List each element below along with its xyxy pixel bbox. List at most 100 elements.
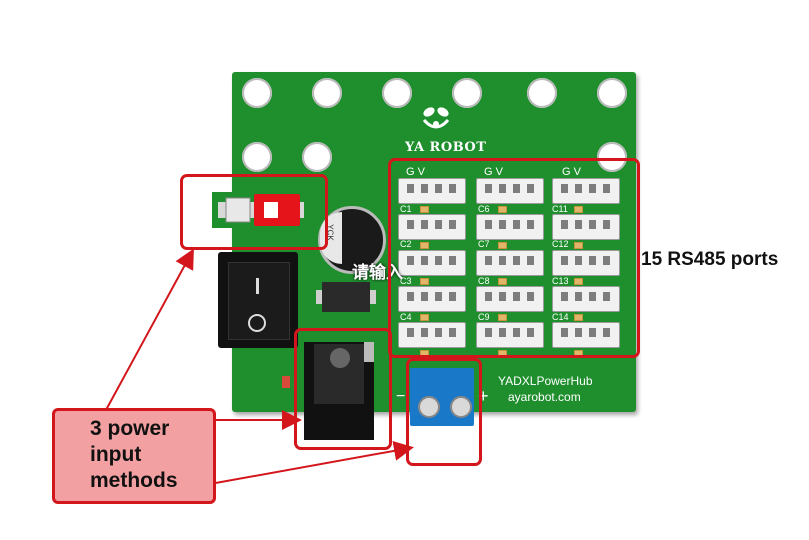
connector-pin xyxy=(513,220,520,229)
connector-pin xyxy=(435,292,442,301)
connector-pin xyxy=(499,184,506,193)
connector-pin xyxy=(407,292,414,301)
rs485-port[interactable] xyxy=(552,286,620,312)
mount-hole xyxy=(452,78,482,108)
connector-pin xyxy=(435,256,442,265)
cap-label: C1 xyxy=(400,204,412,214)
rs485-port[interactable] xyxy=(552,178,620,204)
cap-label: C11 xyxy=(552,204,568,214)
gv-label: G V xyxy=(406,166,425,178)
connector-pin xyxy=(603,328,610,337)
mount-hole xyxy=(597,142,627,172)
dc-barrel-jack[interactable] xyxy=(300,338,380,444)
smd-capacitor xyxy=(498,314,507,321)
cap-label: C13 xyxy=(552,276,569,286)
smd-capacitor xyxy=(574,242,583,249)
connector-pin xyxy=(499,292,506,301)
cap-label: C4 xyxy=(400,312,412,322)
rs485-port[interactable] xyxy=(398,322,466,348)
rs485-port[interactable] xyxy=(552,250,620,276)
rs485-port[interactable] xyxy=(398,250,466,276)
connector-pin xyxy=(527,184,534,193)
connector-pin xyxy=(421,328,428,337)
connector-pin xyxy=(499,220,506,229)
connector-pin xyxy=(575,256,582,265)
connector-pin xyxy=(575,328,582,337)
connector-pin xyxy=(499,328,506,337)
smd-capacitor xyxy=(498,242,507,249)
plus-label: + xyxy=(478,386,489,406)
connector-pin xyxy=(589,328,596,337)
screw-icon xyxy=(450,396,472,418)
connector-pin xyxy=(513,328,520,337)
connector-pin xyxy=(421,292,428,301)
connector-pin xyxy=(527,328,534,337)
cap-label: C7 xyxy=(478,239,490,249)
rs485-port[interactable] xyxy=(476,178,544,204)
connector-pin xyxy=(561,292,568,301)
connector-pin xyxy=(449,256,456,265)
rs485-port[interactable] xyxy=(552,214,620,240)
connector-pin xyxy=(485,292,492,301)
rs485-port[interactable] xyxy=(476,214,544,240)
connector-pin xyxy=(449,220,456,229)
connector-pin xyxy=(407,328,414,337)
rs485-port[interactable] xyxy=(398,178,466,204)
cap-label: C6 xyxy=(478,204,490,214)
jumper-header[interactable] xyxy=(212,192,310,228)
connector-pin xyxy=(561,184,568,193)
rs485-port[interactable] xyxy=(476,286,544,312)
mount-hole xyxy=(312,78,342,108)
connector-pin xyxy=(485,184,492,193)
connector-pin xyxy=(407,220,414,229)
highlight-dcjack xyxy=(294,328,392,450)
connector-pin xyxy=(527,220,534,229)
logo-text: YA ROBOT xyxy=(405,140,487,155)
highlight-jumper xyxy=(180,174,328,250)
connector-pin xyxy=(421,220,428,229)
smd-capacitor xyxy=(420,314,429,321)
mount-hole xyxy=(302,142,332,172)
connector-pin xyxy=(421,256,428,265)
screw-icon xyxy=(418,396,440,418)
connector-pin xyxy=(589,220,596,229)
connector-pin xyxy=(449,184,456,193)
website-text: ayarobot.com xyxy=(508,390,581,404)
highlight-ports xyxy=(388,158,640,358)
connector-pin xyxy=(435,184,442,193)
rs485-port[interactable] xyxy=(398,214,466,240)
connector-pin xyxy=(527,256,534,265)
gv-label: G V xyxy=(562,166,581,178)
rs485-port[interactable] xyxy=(476,250,544,276)
mount-hole xyxy=(382,78,412,108)
cap-label: C9 xyxy=(478,312,490,322)
connector-pin xyxy=(603,220,610,229)
connector-pin xyxy=(575,292,582,301)
switch-off-mark-icon xyxy=(248,314,266,332)
mount-hole xyxy=(597,78,627,108)
power-methods-callout xyxy=(52,408,216,504)
smd-capacitor xyxy=(420,278,429,285)
rs485-port[interactable] xyxy=(552,322,620,348)
ports-label: 15 RS485 ports xyxy=(641,249,779,270)
connector-pin xyxy=(407,256,414,265)
connector-pin xyxy=(575,220,582,229)
connector-pin xyxy=(449,328,456,337)
cap-label: C8 xyxy=(478,276,490,286)
connector-pin xyxy=(485,256,492,265)
mount-hole xyxy=(527,78,557,108)
rs485-port[interactable] xyxy=(476,322,544,348)
connector-pin xyxy=(513,256,520,265)
cap-label: C2 xyxy=(400,239,412,249)
connector-pin xyxy=(575,184,582,193)
smd-capacitor xyxy=(498,278,507,285)
connector-pin xyxy=(603,292,610,301)
inductor-body xyxy=(322,282,370,312)
smd-capacitor xyxy=(498,206,507,213)
connector-pin xyxy=(485,220,492,229)
connector-pin xyxy=(421,184,428,193)
highlight-terminal xyxy=(406,358,482,466)
rs485-port[interactable] xyxy=(398,286,466,312)
smd-capacitor xyxy=(574,278,583,285)
